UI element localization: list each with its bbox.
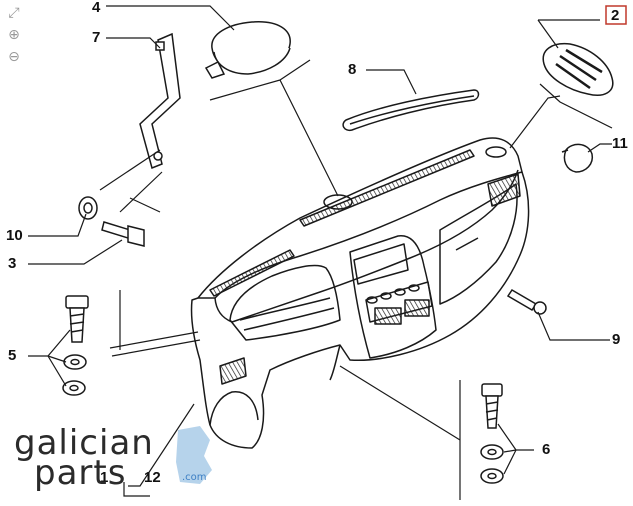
viewer-toolbar: ⤢ ⊕ ⊖ (4, 4, 26, 70)
callout-3[interactable]: 3 (8, 255, 16, 272)
expand-icon[interactable]: ⤢ (8, 5, 20, 21)
watermark-line1: galician (14, 423, 154, 463)
zoom-out-icon[interactable]: ⊖ (8, 49, 20, 65)
part-8-trim-strip[interactable] (342, 89, 480, 132)
part-6-fastener-set[interactable] (480, 383, 504, 484)
callout-2-highlight (605, 5, 627, 25)
part-11-cap[interactable] (561, 143, 594, 173)
part-10-washer[interactable] (78, 196, 98, 220)
dashboard-assembly (190, 137, 530, 449)
callout-7[interactable]: 7 (92, 29, 100, 46)
callout-8[interactable]: 8 (348, 61, 356, 78)
part-7-bracket[interactable] (139, 32, 181, 170)
part-2-vent-grille[interactable] (542, 42, 614, 96)
callout-4[interactable]: 4 (92, 0, 101, 16)
part-9-screw[interactable] (506, 288, 547, 315)
watermark-map-shape (176, 426, 212, 484)
galicianparts-watermark: galician parts .com (14, 423, 212, 493)
callout-11[interactable]: 11 (612, 135, 628, 152)
callout-6[interactable]: 6 (542, 441, 550, 458)
part-3-bolt[interactable] (101, 221, 145, 247)
part-4-speaker-cover[interactable] (204, 21, 291, 79)
callout-10[interactable]: 10 (6, 227, 23, 244)
callout-2[interactable]: 2 (611, 7, 619, 24)
callout-9[interactable]: 9 (612, 331, 620, 348)
watermark-suffix: .com (182, 472, 207, 483)
part-5-fastener-set[interactable] (62, 295, 89, 396)
zoom-in-icon[interactable]: ⊕ (8, 27, 20, 43)
callout-1[interactable]: 1 (100, 469, 108, 486)
callout-12[interactable]: 12 (144, 469, 161, 486)
watermark-line2: parts (34, 453, 126, 493)
callout-5[interactable]: 5 (8, 347, 16, 364)
leader-lines (28, 5, 613, 500)
